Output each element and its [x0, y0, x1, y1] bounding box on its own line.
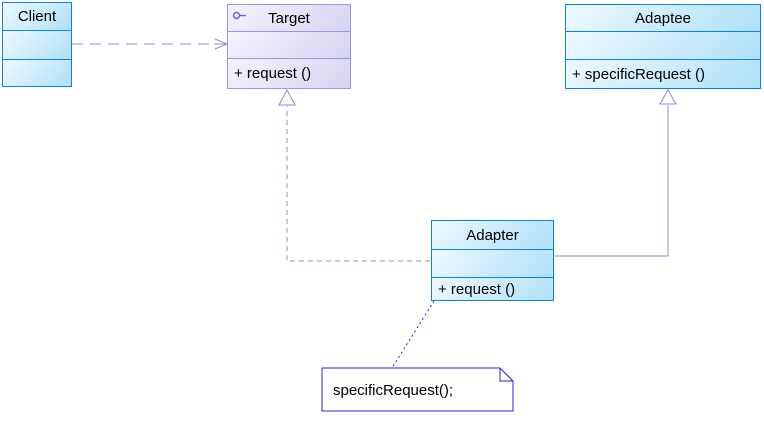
class-target-name: Target — [268, 9, 310, 27]
note-link-connector[interactable] — [391, 300, 435, 369]
class-adaptee-name: Adaptee — [566, 5, 760, 31]
class-client-name: Client — [3, 3, 71, 30]
dependency-connector-client-target[interactable] — [72, 38, 229, 50]
class-client[interactable]: Client — [2, 2, 72, 87]
note-text: specificRequest(); — [333, 381, 454, 399]
class-target-operation: + request () — [228, 58, 350, 88]
generalization-connector-adapter-adaptee[interactable] — [554, 88, 677, 257]
class-adapter-operation: + request () — [432, 277, 553, 300]
class-target[interactable]: Target + request () — [227, 4, 351, 89]
note-shape[interactable] — [321, 367, 514, 412]
class-client-attributes-compartment — [3, 30, 71, 59]
class-target-attributes-compartment — [228, 31, 350, 58]
class-target-header: Target — [228, 5, 350, 31]
interface-icon — [232, 11, 247, 20]
class-adapter[interactable]: Adapter + request () — [431, 220, 554, 301]
class-adaptee-attributes-compartment — [566, 31, 760, 59]
class-adapter-attributes-compartment — [432, 249, 553, 277]
realization-connector-adapter-target[interactable] — [278, 88, 430, 262]
class-client-operations-compartment — [3, 59, 71, 86]
class-adapter-name: Adapter — [432, 221, 553, 249]
class-adaptee-operation: + specificRequest () — [566, 59, 760, 88]
class-adaptee[interactable]: Adaptee + specificRequest () — [565, 4, 761, 89]
